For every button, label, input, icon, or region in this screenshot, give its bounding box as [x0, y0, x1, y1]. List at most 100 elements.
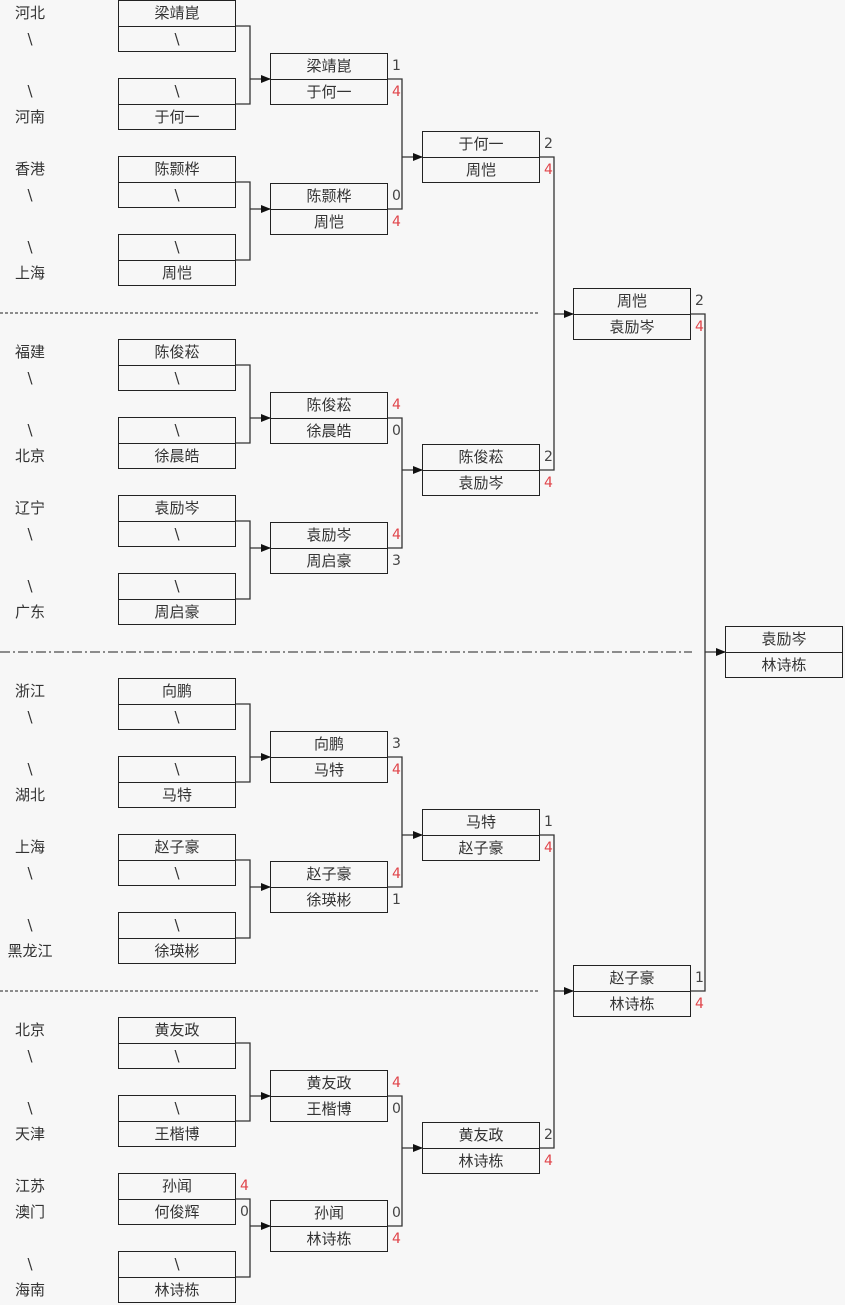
- score: 2: [695, 293, 704, 309]
- score: 4: [544, 162, 553, 178]
- player-slot[interactable]: 马特: [422, 809, 540, 835]
- player-slot[interactable]: 于何一: [422, 131, 540, 157]
- score: 3: [392, 553, 401, 569]
- region-label: 河北: [14, 4, 45, 22]
- connector-line: [388, 1095, 403, 1227]
- connector-line: [540, 156, 555, 471]
- player-slot[interactable]: 赵子豪: [270, 861, 388, 887]
- region-label: 黑龙江: [7, 942, 53, 960]
- player-slot[interactable]: 徐瑛彬: [118, 938, 236, 964]
- player-slot[interactable]: 赵子豪: [118, 834, 236, 860]
- player-slot[interactable]: 王楷博: [118, 1121, 236, 1147]
- player-slot[interactable]: 向鹏: [270, 731, 388, 757]
- player-slot[interactable]: \: [118, 234, 236, 260]
- player-slot[interactable]: 林诗栋: [270, 1226, 388, 1252]
- region-label: \: [27, 421, 33, 439]
- region-label: 浙江: [14, 682, 45, 700]
- region-label: 澳门: [14, 1203, 45, 1221]
- player-slot[interactable]: \: [118, 182, 236, 208]
- player-slot[interactable]: 林诗栋: [422, 1148, 540, 1174]
- score: 4: [392, 762, 401, 778]
- player-slot[interactable]: 黄友政: [118, 1017, 236, 1043]
- region-label: \: [27, 1047, 33, 1065]
- player-slot[interactable]: 马特: [118, 782, 236, 808]
- player-slot[interactable]: 袁励岑: [725, 626, 843, 652]
- player-slot[interactable]: 陈颢桦: [270, 183, 388, 209]
- player-slot[interactable]: 袁励岑: [118, 495, 236, 521]
- connector-line: [388, 417, 403, 549]
- region-label: \: [27, 864, 33, 882]
- player-slot[interactable]: 周启豪: [118, 599, 236, 625]
- player-slot[interactable]: 陈俊菘: [118, 339, 236, 365]
- player-slot[interactable]: \: [118, 26, 236, 52]
- player-slot[interactable]: 梁靖崑: [270, 53, 388, 79]
- region-label: 湖北: [14, 786, 45, 804]
- player-slot[interactable]: 何俊辉: [118, 1199, 236, 1225]
- player-slot[interactable]: \: [118, 756, 236, 782]
- player-slot[interactable]: \: [118, 573, 236, 599]
- score: 4: [392, 866, 401, 882]
- score: 1: [392, 58, 401, 74]
- player-slot[interactable]: 王楷博: [270, 1096, 388, 1122]
- region-label: \: [27, 760, 33, 778]
- region-label: 河南: [14, 108, 45, 126]
- region-label: 香港: [14, 160, 45, 178]
- connector-line: [236, 703, 251, 783]
- score: 4: [392, 527, 401, 543]
- player-slot[interactable]: 徐晨皓: [118, 443, 236, 469]
- player-slot[interactable]: \: [118, 704, 236, 730]
- player-slot[interactable]: 于何一: [118, 104, 236, 130]
- player-slot[interactable]: \: [118, 912, 236, 938]
- player-slot[interactable]: \: [118, 860, 236, 886]
- player-slot[interactable]: 黄友政: [422, 1122, 540, 1148]
- score: 1: [544, 814, 553, 830]
- player-slot[interactable]: \: [118, 1251, 236, 1277]
- player-slot[interactable]: \: [118, 521, 236, 547]
- player-slot[interactable]: 周启豪: [270, 548, 388, 574]
- player-slot[interactable]: 周恺: [270, 209, 388, 235]
- player-slot[interactable]: 林诗栋: [573, 991, 691, 1017]
- player-slot[interactable]: 赵子豪: [422, 835, 540, 861]
- player-slot[interactable]: 袁励岑: [422, 470, 540, 496]
- player-slot[interactable]: 林诗栋: [118, 1277, 236, 1303]
- player-slot[interactable]: 孙闻: [118, 1173, 236, 1199]
- player-slot[interactable]: 周恺: [573, 288, 691, 314]
- player-slot[interactable]: 向鹏: [118, 678, 236, 704]
- region-label: 北京: [14, 447, 45, 465]
- player-slot[interactable]: 梁靖崑: [118, 0, 236, 26]
- player-slot[interactable]: \: [118, 365, 236, 391]
- connector-line: [691, 313, 706, 992]
- player-slot[interactable]: \: [118, 78, 236, 104]
- score: 2: [544, 449, 553, 465]
- player-slot[interactable]: 徐瑛彬: [270, 887, 388, 913]
- player-slot[interactable]: 黄友政: [270, 1070, 388, 1096]
- player-slot[interactable]: 于何一: [270, 79, 388, 105]
- player-slot[interactable]: \: [118, 417, 236, 443]
- score: 0: [392, 1205, 401, 1221]
- score: 0: [392, 1101, 401, 1117]
- player-slot[interactable]: \: [118, 1095, 236, 1121]
- player-slot[interactable]: 陈俊菘: [270, 392, 388, 418]
- connector-line: [236, 1042, 251, 1122]
- player-slot[interactable]: 赵子豪: [573, 965, 691, 991]
- player-slot[interactable]: 林诗栋: [725, 652, 843, 678]
- player-slot[interactable]: 徐晨皓: [270, 418, 388, 444]
- score: 4: [695, 319, 704, 335]
- player-slot[interactable]: 周恺: [422, 157, 540, 183]
- region-label: \: [27, 238, 33, 256]
- score: 3: [392, 736, 401, 752]
- player-slot[interactable]: 袁励岑: [270, 522, 388, 548]
- player-slot[interactable]: 孙闻: [270, 1200, 388, 1226]
- player-slot[interactable]: \: [118, 1043, 236, 1069]
- region-label: 广东: [14, 603, 45, 621]
- player-slot[interactable]: 袁励岑: [573, 314, 691, 340]
- score: 0: [392, 188, 401, 204]
- player-slot[interactable]: 周恺: [118, 260, 236, 286]
- player-slot[interactable]: 马特: [270, 757, 388, 783]
- player-slot[interactable]: 陈颢桦: [118, 156, 236, 182]
- region-label: \: [27, 82, 33, 100]
- player-slot[interactable]: 陈俊菘: [422, 444, 540, 470]
- score: 4: [392, 84, 401, 100]
- region-label: 辽宁: [14, 499, 45, 517]
